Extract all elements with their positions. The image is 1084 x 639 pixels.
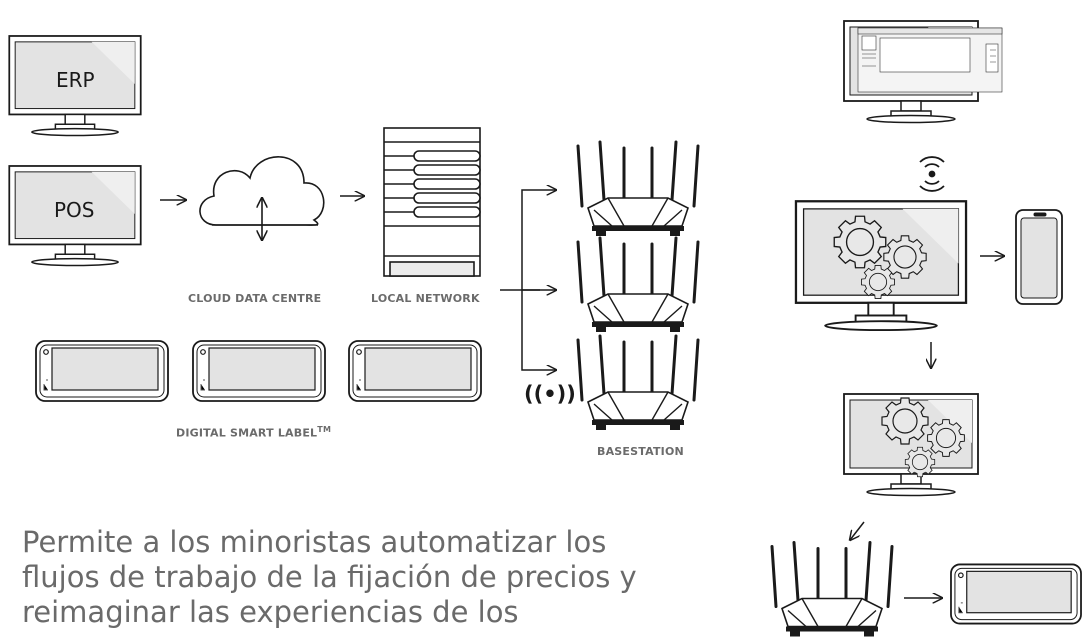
caption-line-2: flujos de trabajo de la fijación de prec… [22, 560, 637, 594]
wireless-icon [919, 156, 945, 192]
caption-line-3: reimaginar las experiencias de los [22, 595, 519, 629]
trademark-mark: TM [317, 425, 332, 434]
pos-label: POS [54, 198, 95, 222]
basestation-label: BASESTATION [597, 445, 684, 458]
smart-label-3 [348, 340, 482, 402]
basestation-router-1 [576, 140, 700, 238]
local-network-label: LOCAL NETWORK [371, 292, 480, 305]
network-to-basestation-arrows [500, 190, 556, 370]
smart-label-1 [35, 340, 169, 402]
software-monitor [843, 19, 1003, 124]
bottom-router [770, 540, 894, 639]
basestation-router-3 [576, 334, 700, 432]
caption-text: Permite a los minoristas automatizar los… [22, 525, 722, 630]
radio-signal-icon: ((•)) [524, 382, 576, 406]
smart-label-2 [192, 340, 326, 402]
smartphone-icon [1015, 209, 1063, 305]
erp-label: ERP [56, 68, 95, 92]
caption-line-1: Permite a los minoristas automatizar los [22, 525, 607, 559]
basestation-router-2 [576, 236, 700, 334]
arrow-diagonal [850, 521, 865, 540]
lower-processing-monitor [843, 392, 979, 497]
cloud-data-centre-label: CLOUD DATA CENTRE [188, 292, 322, 305]
processing-monitor [794, 200, 968, 332]
cloud-icon [199, 156, 325, 240]
bottom-smart-label [950, 563, 1082, 625]
server-rack-icon [383, 127, 481, 277]
digital-smart-label-label: DIGITAL SMART LABELTM [176, 425, 332, 440]
